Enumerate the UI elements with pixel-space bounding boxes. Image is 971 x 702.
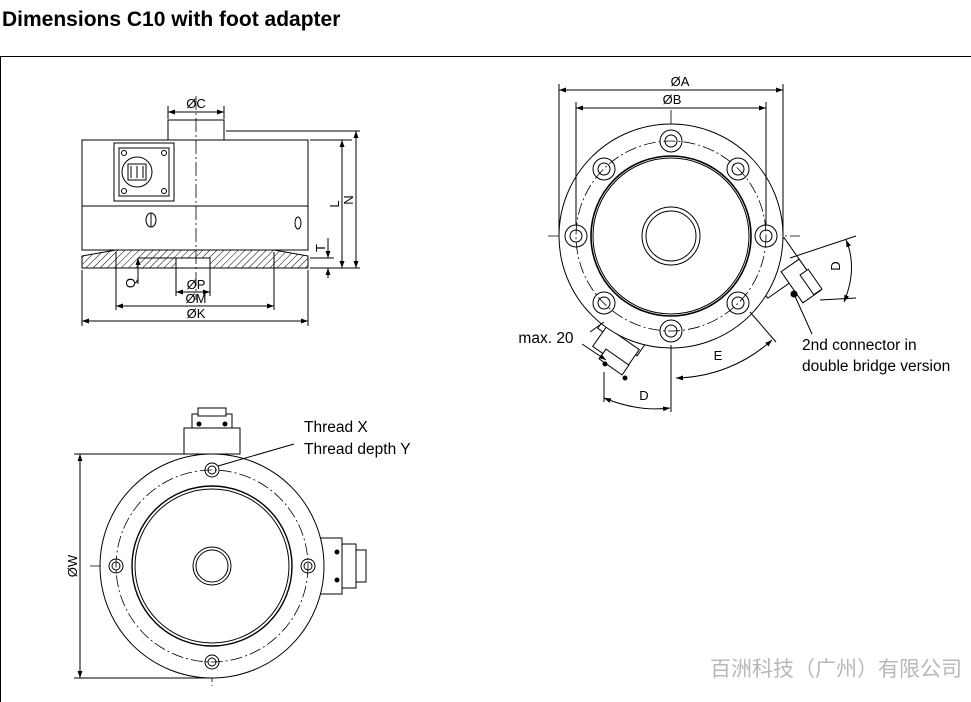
bottom-thread-circle xyxy=(115,469,309,663)
label-dia-a: ØA xyxy=(671,74,690,89)
dim-max20 xyxy=(581,343,607,361)
dim-d-bottom xyxy=(603,397,671,412)
label-dia-b: ØB xyxy=(663,92,682,107)
flange-bolts xyxy=(564,129,778,343)
bottom-view xyxy=(74,407,367,686)
thread-holes xyxy=(108,462,316,670)
thread-note-leader xyxy=(217,443,295,467)
watermark-text: 百洲科技（广州）有限公司 xyxy=(710,657,962,681)
label-len-e: E xyxy=(714,348,723,363)
label-dia-p: ØP xyxy=(187,277,206,292)
frame-top-line xyxy=(0,56,971,57)
connector-side xyxy=(113,142,175,202)
connector-note-line2: double bridge version xyxy=(802,358,950,375)
foot-recess xyxy=(175,257,211,269)
bolt-circle xyxy=(575,140,767,332)
dim-e xyxy=(675,339,773,381)
connector-bottom-top xyxy=(183,407,241,455)
label-dia-k: ØK xyxy=(187,306,206,321)
label-len-d-right: D xyxy=(828,261,843,270)
label-max20: max. 20 xyxy=(518,330,574,347)
label-dia-c: ØC xyxy=(186,96,206,111)
bottom-outer xyxy=(99,453,325,679)
top-view xyxy=(548,84,857,412)
page-title: Dimensions C10 with foot adapter xyxy=(2,8,341,31)
thread-note-line2: Thread depth Y xyxy=(304,441,411,458)
label-len-l: L xyxy=(327,200,342,207)
label-len-n: N xyxy=(341,195,356,204)
label-dia-m: ØM xyxy=(186,291,207,306)
bottom-inner xyxy=(131,485,293,647)
label-len-t: T xyxy=(313,244,328,252)
frame-left-line xyxy=(0,56,1,702)
side-hole-right xyxy=(294,216,302,230)
label-dia-w: ØW xyxy=(65,554,80,577)
center-bore xyxy=(641,206,701,266)
label-len-q: Q xyxy=(123,278,138,288)
label-len-d-bottom: D xyxy=(639,388,648,403)
dim-d-right xyxy=(843,239,853,303)
connector-bottom-right xyxy=(317,537,367,595)
body-circle xyxy=(590,155,752,317)
thread-note-line1: Thread X xyxy=(304,419,368,436)
bottom-bore xyxy=(192,546,232,586)
connector-note-leader xyxy=(793,293,813,335)
side-view xyxy=(81,96,360,326)
connector-note-line1: 2nd connector in xyxy=(802,337,917,354)
